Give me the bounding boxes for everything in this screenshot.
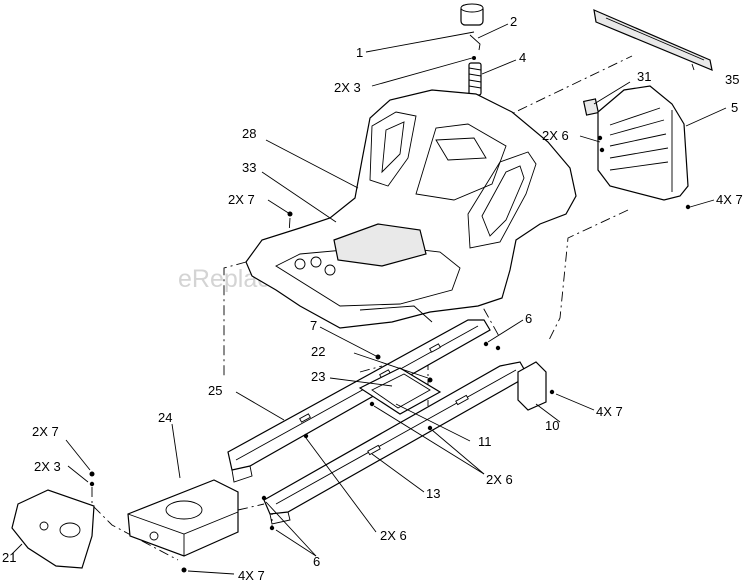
label-22: 22 <box>311 344 325 359</box>
label-25: 25 <box>208 383 222 398</box>
label-2x3-top: 2X 3 <box>334 80 361 95</box>
label-7: 7 <box>310 318 317 333</box>
label-28: 28 <box>242 126 256 141</box>
label-2x6-bottom: 2X 6 <box>380 528 407 543</box>
label-4: 4 <box>519 50 526 65</box>
label-4x7-top: 4X 7 <box>716 192 743 207</box>
part-5-rear-panel <box>597 85 689 201</box>
leader-lines <box>11 23 727 575</box>
part-33-floor-pad <box>333 223 427 267</box>
label-4x7-bottom: 4X 7 <box>238 568 265 583</box>
label-2x7-left: 2X 7 <box>228 192 255 207</box>
label-2x6-mid: 2X 6 <box>486 472 513 487</box>
part-28-body <box>245 89 577 329</box>
label-23: 23 <box>311 369 325 384</box>
part-21-side-bracket <box>11 489 95 569</box>
label-5: 5 <box>731 100 738 115</box>
part-2-screw <box>469 34 481 60</box>
label-1: 1 <box>356 45 363 60</box>
label-2x6-top: 2X 6 <box>542 128 569 143</box>
hardware-fasteners <box>89 135 691 573</box>
part-24-mount-plate <box>127 479 239 557</box>
label-2x3-bottom-left: 2X 3 <box>34 459 61 474</box>
part-31-decal <box>582 98 600 116</box>
label-33: 33 <box>242 160 256 175</box>
label-13: 13 <box>426 486 440 501</box>
callout-labels: 1 2 2X 3 4 35 31 5 2X 6 4X 7 28 33 2X 7 … <box>2 14 743 583</box>
part-35-rod <box>593 9 713 71</box>
label-31: 31 <box>637 69 651 84</box>
part-1-knob <box>460 3 484 26</box>
part-4-spring <box>468 62 482 96</box>
label-10: 10 <box>545 418 559 433</box>
label-11: 11 <box>478 434 492 449</box>
label-6-bottom: 6 <box>313 554 320 569</box>
part-11-cross-member <box>358 367 442 415</box>
label-24: 24 <box>158 410 172 425</box>
label-21: 21 <box>2 550 16 565</box>
label-2: 2 <box>510 14 517 29</box>
part-25-left-rail <box>227 319 491 483</box>
label-2x7-bottom-left: 2X 7 <box>32 424 59 439</box>
label-35: 35 <box>725 72 739 87</box>
label-4x7-right: 4X 7 <box>596 404 623 419</box>
part-10-bracket <box>517 361 547 411</box>
label-6-top: 6 <box>525 311 532 326</box>
